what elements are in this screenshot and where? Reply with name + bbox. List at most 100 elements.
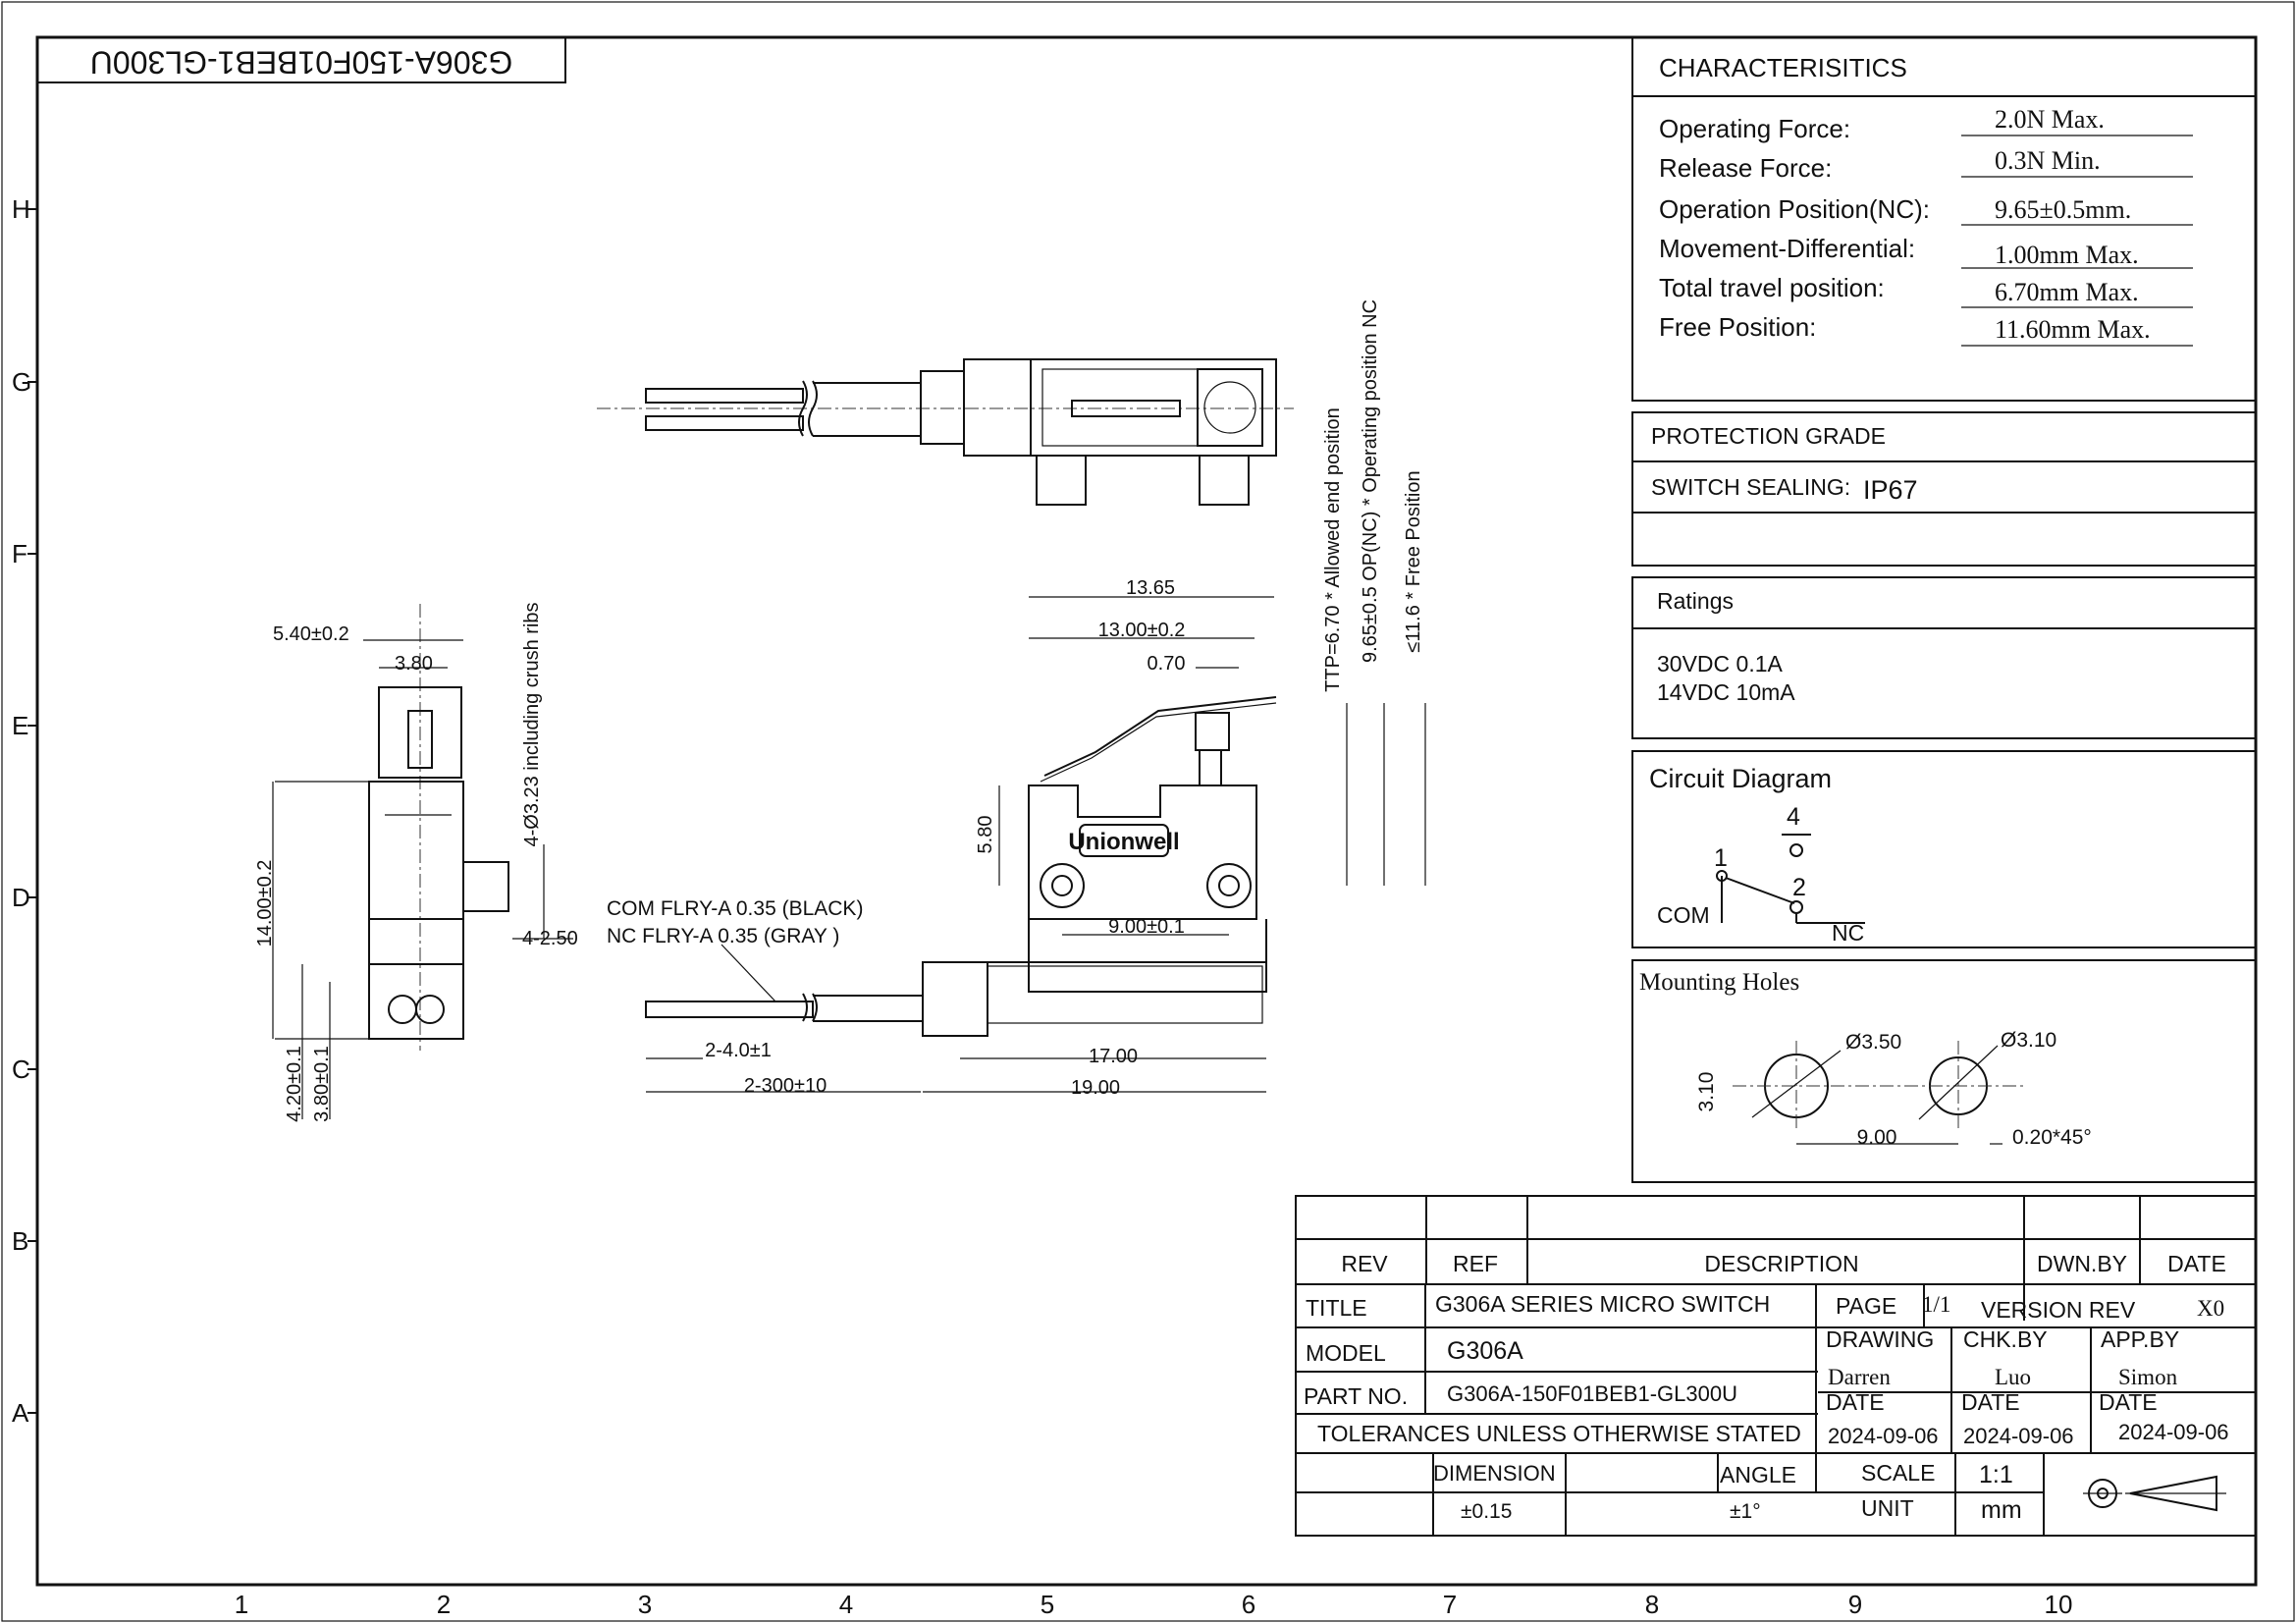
tb-dwn-by: DWN.BY — [2037, 1251, 2127, 1276]
tb-rev: REV — [1341, 1251, 1388, 1276]
row-marker-h: H — [12, 194, 30, 224]
tb-version-label: VERSION REV — [1981, 1297, 2136, 1323]
row-markers: H G F E D C B A — [12, 194, 37, 1428]
row-marker-b: B — [12, 1226, 28, 1256]
char-value-6: 11.60mm Max. — [1995, 315, 2151, 344]
tb-model-value: G306A — [1447, 1337, 1523, 1365]
tb-date-label-3: DATE — [2099, 1389, 2158, 1415]
side-dim-380: 3.80 — [395, 653, 433, 675]
tb-page-value: 1/1 — [1922, 1292, 1950, 1317]
dim-580: 5.80 — [975, 816, 996, 854]
front-view: Unionwell COM FLRY-A 0.35 (BLACK) NC FLR… — [607, 696, 1277, 1037]
tb-unit-label: UNIT — [1861, 1495, 1914, 1521]
circuit-nc: NC — [1832, 920, 1864, 946]
tb-date-label-2: DATE — [1961, 1389, 2020, 1415]
tb-version-value: X0 — [2197, 1296, 2224, 1321]
side-dim-420: 4.20±0.1 — [284, 1046, 305, 1122]
dim-ttp: TTP=6.70 * Allowed end position — [1322, 407, 1344, 692]
col-marker-5: 5 — [1041, 1590, 1054, 1619]
tb-description: DESCRIPTION — [1704, 1251, 1858, 1276]
tb-part-value: G306A-150F01BEB1-GL300U — [1447, 1381, 1737, 1406]
dim-2-40: 2-4.0±1 — [705, 1040, 772, 1061]
circuit-title: Circuit Diagram — [1649, 764, 1832, 793]
tb-scale-value: 1:1 — [1979, 1461, 2013, 1488]
side-view-dims: 5.40±0.2 3.80 14.00±0.2 4-Ø3.23 includin… — [254, 602, 578, 1121]
col-marker-9: 9 — [1848, 1590, 1862, 1619]
mounting-d2: Ø3.10 — [2001, 1029, 2056, 1052]
tb-part-label: PART NO. — [1304, 1383, 1408, 1409]
tb-chk-value: Luo — [1995, 1365, 2031, 1389]
ratings-line-2: 14VDC 10mA — [1657, 679, 1795, 705]
char-value-1: 2.0N Max. — [1995, 105, 2105, 134]
col-marker-4: 4 — [839, 1590, 853, 1619]
tb-drawing-label: DRAWING — [1826, 1326, 1934, 1352]
side-view — [368, 604, 509, 1051]
dim-2-300: 2-300±10 — [744, 1075, 827, 1097]
col-markers: 1 2 3 4 5 6 7 8 9 10 — [235, 1590, 2073, 1619]
dim-1700: 17.00 — [1089, 1046, 1138, 1067]
row-marker-e: E — [12, 711, 28, 740]
col-marker-7: 7 — [1443, 1590, 1457, 1619]
col-marker-8: 8 — [1645, 1590, 1659, 1619]
wire-note-1: COM FLRY-A 0.35 (BLACK) — [607, 897, 863, 920]
char-label-5: Total travel position: — [1659, 273, 1885, 302]
characteristics-title: CHARACTERISITICS — [1659, 53, 1907, 82]
char-value-5: 6.70mm Max. — [1995, 278, 2139, 306]
tb-date-label-1: DATE — [1826, 1389, 1885, 1415]
dim-070: 0.70 — [1148, 653, 1186, 675]
dim-1300: 13.00±0.2 — [1098, 620, 1186, 641]
circuit-schematic — [1716, 834, 1865, 924]
tb-page-label: PAGE — [1836, 1293, 1896, 1319]
wire-note-2: NC FLRY-A 0.35 (GRAY ) — [607, 925, 839, 947]
ratings-line-1: 30VDC 0.1A — [1657, 651, 1784, 676]
projection-symbol — [2083, 1475, 2226, 1512]
mounting-panel: Mounting Holes Ø3.50 Ø3.10 3.10 9.00 0.2… — [1631, 959, 2257, 1183]
protection-panel: PROTECTION GRADE SWITCH SEALING: IP67 — [1631, 411, 2257, 567]
protection-title: PROTECTION GRADE — [1651, 423, 1886, 449]
tb-dimension-value: ±0.15 — [1461, 1500, 1512, 1523]
tb-app-value: Simon — [2118, 1365, 2178, 1389]
top-view — [597, 358, 1294, 506]
tb-model-label: MODEL — [1306, 1340, 1386, 1366]
sealing-value: IP67 — [1863, 475, 1918, 505]
tb-drawing-value: Darren — [1828, 1365, 1891, 1389]
mounting-height: 3.10 — [1695, 1072, 1718, 1112]
row-marker-f: F — [12, 539, 27, 568]
col-marker-3: 3 — [638, 1590, 652, 1619]
side-dim-380b: 3.80±0.1 — [311, 1046, 333, 1122]
char-value-4: 1.00mm Max. — [1995, 241, 2139, 269]
ratings-panel: Ratings 30VDC 0.1A 14VDC 10mA — [1631, 576, 2257, 739]
mounting-chamfer: 0.20*45° — [2012, 1126, 2092, 1149]
row-marker-g: G — [12, 367, 31, 397]
row-marker-c: C — [12, 1055, 30, 1084]
brand-label: Unionwell — [1068, 829, 1179, 855]
dim-1365: 13.65 — [1126, 577, 1175, 599]
tb-chk-label: CHK.BY — [1963, 1326, 2048, 1352]
mounting-title: Mounting Holes — [1639, 969, 1799, 996]
side-dim-250: 4-2.50 — [522, 928, 578, 949]
tb-title-value: G306A SERIES MICRO SWITCH — [1435, 1291, 1770, 1317]
side-dim-ribs: 4-Ø3.23 including crush ribs — [521, 602, 543, 846]
char-label-1: Operating Force: — [1659, 114, 1850, 143]
header-part-label: G306A-150F01BEB1-GL300U — [90, 45, 512, 81]
char-value-2: 0.3N Min. — [1995, 146, 2101, 175]
front-view-dims: 13.65 13.00±0.2 0.70 5.80 9.00±0.1 17.00… — [646, 299, 1426, 1099]
side-dim-1400: 14.00±0.2 — [254, 860, 276, 947]
col-marker-1: 1 — [235, 1590, 248, 1619]
tb-date-2: 2024-09-06 — [1963, 1424, 2074, 1448]
ratings-title: Ratings — [1657, 588, 1734, 614]
col-marker-2: 2 — [437, 1590, 451, 1619]
sealing-label: SWITCH SEALING: — [1651, 474, 1850, 500]
title-block: REV REF DESCRIPTION DWN.BY DATE TITLE G3… — [1295, 1195, 2257, 1537]
tb-date-1: 2024-09-06 — [1828, 1424, 1939, 1448]
dim-900: 9.00±0.1 — [1108, 916, 1185, 938]
tb-date-3: 2024-09-06 — [2118, 1420, 2229, 1444]
tb-date: DATE — [2167, 1251, 2226, 1276]
circuit-com: COM — [1657, 902, 1710, 928]
circuit-pin-4: 4 — [1787, 803, 1800, 831]
row-marker-a: A — [12, 1398, 29, 1428]
char-label-3: Operation Position(NC): — [1659, 194, 1930, 224]
tb-unit-value: mm — [1981, 1496, 2022, 1524]
tb-angle-value: ±1° — [1730, 1500, 1761, 1523]
